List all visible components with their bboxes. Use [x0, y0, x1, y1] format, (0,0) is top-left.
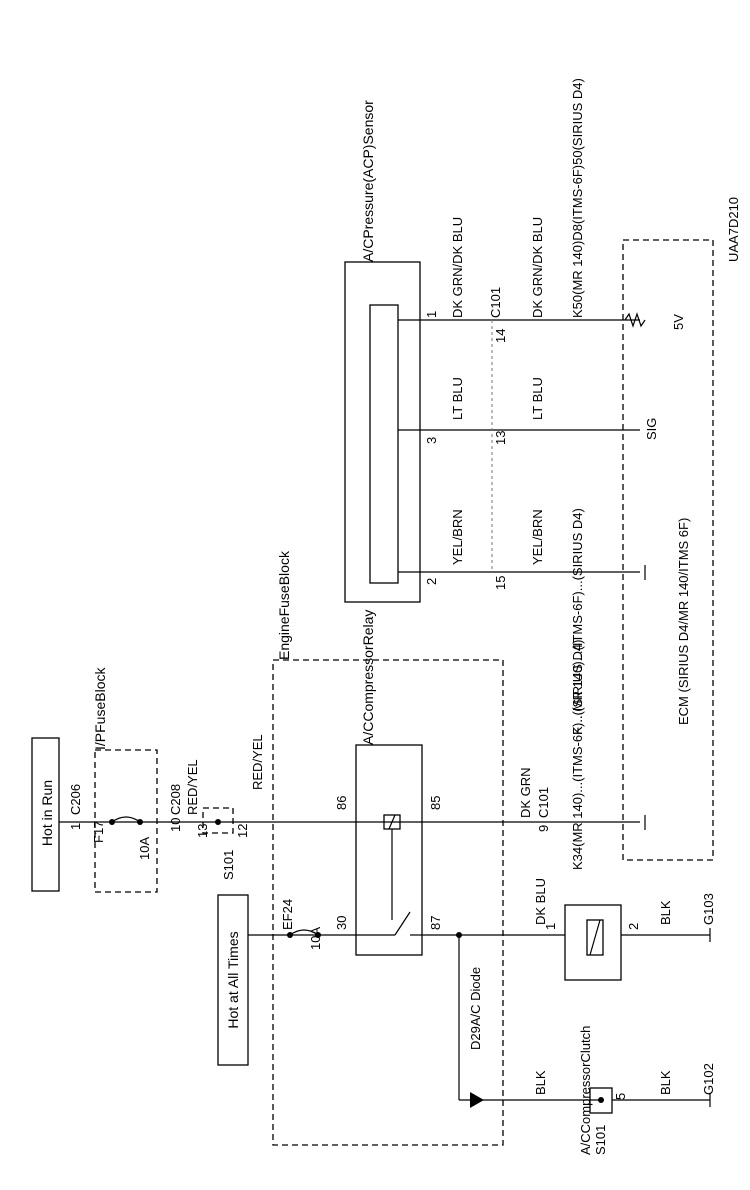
pin-13-s101: 13: [195, 824, 210, 838]
pin-10: 10: [168, 818, 183, 832]
s101-top-node: [215, 819, 221, 825]
sig-label: SIG: [644, 418, 659, 440]
pin-85: 85: [428, 796, 443, 810]
blk-label-2: BLK: [658, 900, 673, 925]
fuse-10a-label-1: 10A: [137, 837, 152, 860]
pin-2-sensor: 2: [424, 578, 439, 585]
ac-pressure-sensor-label: A/CPressure(ACP)Sensor: [360, 100, 376, 262]
relay-coil-slash: [388, 814, 396, 830]
diagram-id-label: UAA7D210: [726, 197, 741, 262]
red-yel-label-2: RED/YEL: [250, 734, 265, 790]
pin-3-sensor: 3: [424, 437, 439, 444]
lt-blu-label-2: LT BLU: [530, 377, 545, 420]
hot-in-run-label: Hot in Run: [39, 780, 55, 846]
pin-86: 86: [334, 796, 349, 810]
c101-top-label: C101: [488, 287, 503, 318]
ac-compressor-relay-label: A/CCompressorRelay: [360, 610, 376, 745]
c101-bottom-label: C101: [536, 787, 551, 818]
c208-label: C208: [168, 784, 183, 815]
ac-compressor-clutch-label: A/CCompressorClutch: [578, 1026, 593, 1155]
ecm-pin-k34-label: K34(MR 140)...(ITMS-6F)...(SIRIUS D4): [570, 640, 585, 870]
pin-9: 9: [536, 825, 551, 832]
pin-30: 30: [334, 916, 349, 930]
pin-12-s101: 12: [235, 824, 250, 838]
pin-13: 13: [493, 431, 508, 445]
pin-15: 15: [493, 576, 508, 590]
ip-fuse-block-label: I/PFuseBlock: [92, 667, 108, 750]
f17-label: F17: [91, 821, 106, 843]
pin-2-clutch: 2: [626, 923, 641, 930]
s101-top-splice-box: [202, 807, 234, 834]
hot-at-all-times-box: [217, 894, 249, 1066]
g102-label: G102: [701, 1063, 716, 1095]
s101-bottom-label: S101: [593, 1125, 608, 1155]
ecm-pin-mid-label: K...(MR 140)...(ITMS-6F)...(SIRIUS D4): [570, 508, 585, 735]
ecm-label: ECM (SIRIUS D4/MR 140/ITMS 6F): [676, 518, 691, 725]
blk-label-3: BLK: [658, 1070, 673, 1095]
lt-blu-label-1: LT BLU: [450, 377, 465, 420]
ecm-pin-k50-label: K50(MR 140)D8(ITMS-6F)50(SIRIUS D4): [570, 78, 585, 318]
dk-grn-label: DK GRN: [518, 767, 533, 818]
yel-brn-label-2: YEL/BRN: [530, 509, 545, 565]
clutch-coil-slash: [589, 919, 601, 956]
pin-1-c206: 1: [68, 823, 83, 830]
g103-label: G103: [701, 893, 716, 925]
blk-label-1: BLK: [533, 1070, 548, 1095]
c206-label: C206: [68, 784, 83, 815]
dk-blu-label: DK BLU: [533, 878, 548, 925]
clutch-coil-icon: [586, 919, 604, 956]
dk-grn-dk-blu-label-2: DK GRN/DK BLU: [530, 217, 545, 318]
dk-grn-dk-blu-label-1: DK GRN/DK BLU: [450, 217, 465, 318]
ac-pressure-sensor-inner: [369, 304, 399, 584]
pin-1-sensor: 1: [424, 311, 439, 318]
ecm-box: [622, 239, 714, 861]
diode-label: D29A/C Diode: [468, 967, 483, 1050]
pin-5: 5: [613, 1093, 628, 1100]
red-yel-label-1: RED/YEL: [185, 759, 200, 815]
ac-compressor-relay-box: [355, 744, 423, 956]
pin-14: 14: [493, 329, 508, 343]
pin-1-clutch: 1: [543, 923, 558, 930]
ip-fuse-block-box: [94, 749, 158, 893]
fuse-10a-label-2: 10A: [308, 927, 323, 950]
engine-fuse-block-box: [272, 659, 504, 1146]
ef24-label: EF24: [280, 899, 295, 930]
hot-in-run-box: [31, 737, 60, 892]
5v-resistor-icon: [624, 312, 646, 328]
relay-switch-contact: [394, 911, 411, 936]
engine-fuse-block-label: EngineFuseBlock: [276, 550, 292, 660]
ac-pressure-sensor-box: [344, 261, 421, 603]
f17-fuse-icon: [111, 816, 141, 823]
5v-label: 5V: [671, 314, 686, 330]
ac-compressor-clutch-box: [564, 904, 622, 981]
s101-bottom-node: [598, 1097, 604, 1103]
yel-brn-label-1: YEL/BRN: [450, 509, 465, 565]
ef24-fuse-icon: [289, 929, 319, 936]
hot-at-all-times-label: Hot at All Times: [225, 931, 241, 1028]
pin-87: 87: [428, 916, 443, 930]
s101-top-label: S101: [221, 850, 236, 880]
